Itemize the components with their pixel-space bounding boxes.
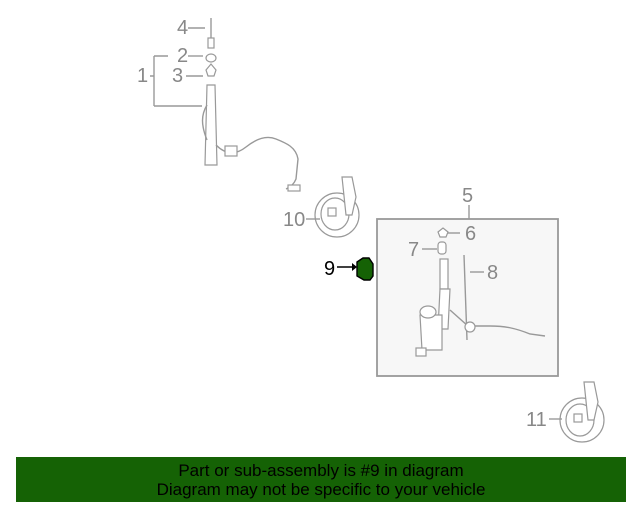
banner-line-1: Part or sub-assembly is #9 in diagram	[178, 461, 464, 480]
horn-11: 11	[526, 381, 605, 443]
callout-11: 11	[526, 409, 547, 431]
part-info-banner: Part or sub-assembly is #9 in diagram Di…	[16, 457, 626, 502]
callout-7: 7	[408, 239, 419, 261]
callout-4: 4	[177, 17, 188, 39]
callout-10: 10	[283, 209, 305, 231]
antenna-mast-assembly	[201, 18, 301, 192]
power-antenna-assembly-5: 5 6 7 8	[376, 185, 559, 377]
callout-8: 8	[487, 262, 498, 284]
callout-3: 3	[172, 65, 183, 87]
callout-1: 1	[137, 65, 148, 87]
part-9-highlighted: 9	[324, 257, 374, 281]
callout-2: 2	[177, 45, 188, 67]
callout-6: 6	[465, 223, 476, 245]
banner-line-2: Diagram may not be specific to your vehi…	[156, 480, 486, 499]
callout-group-1-4: 4 2 3 1	[137, 17, 205, 107]
horn-10: 10	[283, 176, 360, 238]
callout-5: 5	[462, 185, 473, 207]
callout-9: 9	[324, 258, 335, 280]
